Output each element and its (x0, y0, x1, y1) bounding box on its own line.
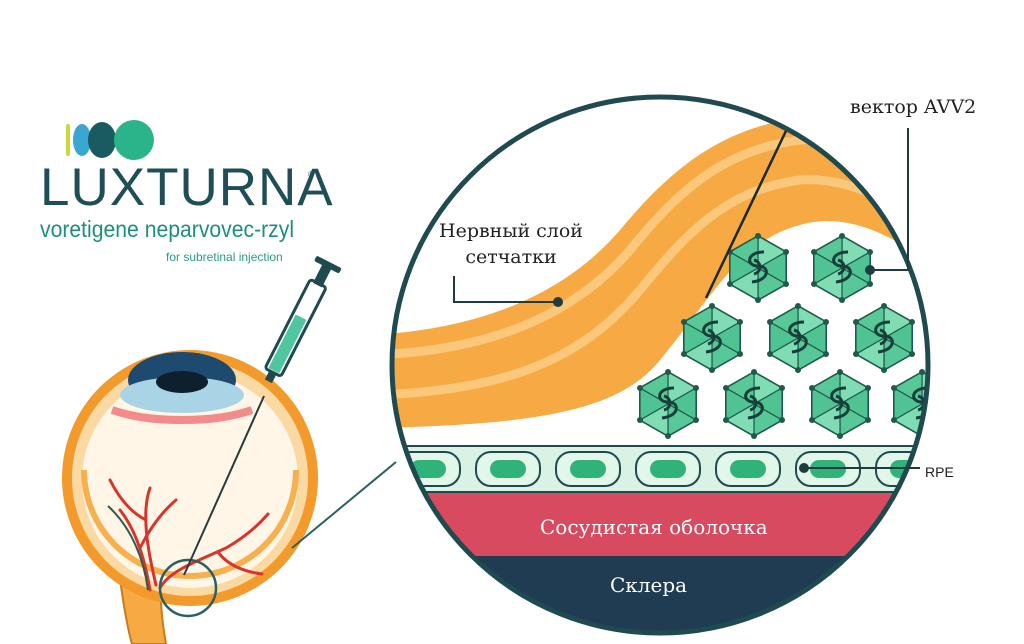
eye-cross-section (62, 350, 318, 644)
brand-name: LUXTURNA (40, 158, 334, 217)
generic-name: voretigene neparvovec-rzyl (40, 216, 295, 242)
administration-route: for subretinal injection (166, 250, 283, 264)
retina-zoom-view (389, 94, 931, 636)
logo-mark (66, 120, 154, 160)
registered-mark: ® (308, 170, 314, 179)
zoom-connector-line (291, 461, 397, 549)
leader-lines (453, 128, 920, 473)
vector-label: вектор AVV2 (850, 96, 977, 118)
choroid-layer (392, 490, 928, 556)
syringe (183, 256, 342, 576)
retina-label-line1: Нервный слой (439, 220, 583, 242)
choroid-label: Сосудистая оболочка (540, 515, 768, 539)
rpe-label: RPE (925, 464, 954, 480)
sclera-label: Склера (610, 573, 688, 597)
retina-label-line2: сетчатки (465, 246, 557, 268)
retina-label: Нервный слой сетчатки (431, 218, 591, 270)
